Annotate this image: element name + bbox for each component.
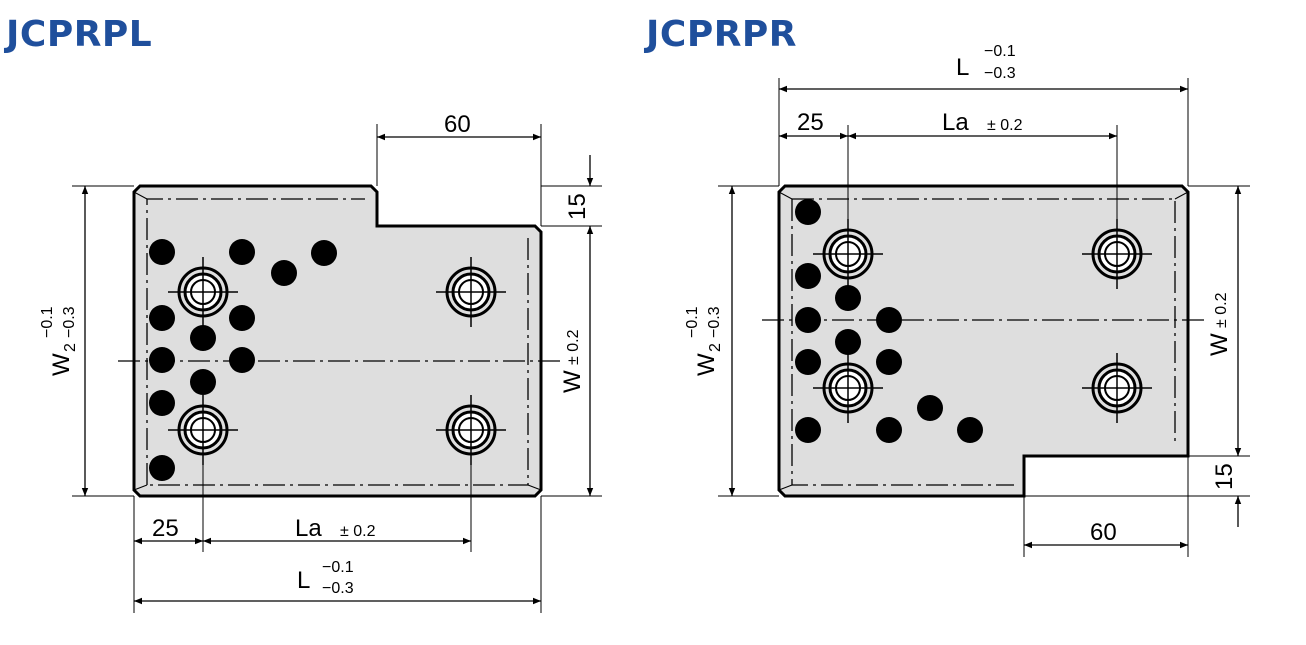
dim-w-tol: ± 0.2 <box>1213 292 1230 328</box>
dim-60: 60 <box>444 111 471 138</box>
hole-dot <box>149 455 175 481</box>
hole-dot <box>149 347 175 373</box>
hole-dot <box>229 347 255 373</box>
hole-dot <box>795 349 821 375</box>
hole-dot <box>795 307 821 333</box>
counterbore-hole-icon <box>436 257 506 327</box>
plate-jcprpl <box>118 184 560 498</box>
dim-l-upper: −0.1 <box>984 43 1016 60</box>
dim-w2-lower: −0.3 <box>61 306 78 338</box>
dim-25: 25 <box>152 515 179 542</box>
dim-w: W <box>1206 333 1233 356</box>
hole-dot <box>149 305 175 331</box>
plate-jcprpr <box>762 184 1205 498</box>
dim-l-upper: −0.1 <box>322 559 354 576</box>
title-jcprpl: JCPRPL <box>6 14 153 55</box>
hole-dot <box>795 199 821 225</box>
dim-l-lower: −0.3 <box>984 65 1016 82</box>
hole-dot <box>190 369 216 395</box>
dim-w2-sub: 2 <box>707 343 724 352</box>
dim-w: W <box>559 370 586 393</box>
dim-w2: W <box>693 353 720 376</box>
dim-la: La <box>942 109 969 136</box>
hole-dot <box>835 285 861 311</box>
hole-dot <box>190 325 216 351</box>
dim-w2: W <box>48 353 75 376</box>
hole-dot <box>149 239 175 265</box>
dim-la-tol: ± 0.2 <box>340 523 376 540</box>
dimensions-jcprpr: L −0.1 −0.3 25 La ± 0.2 W ± 0.2 15 W 2 −… <box>684 43 1250 557</box>
dim-w2-lower: −0.3 <box>706 306 723 338</box>
hole-dot <box>271 260 297 286</box>
hole-dot <box>957 417 983 443</box>
dim-25: 25 <box>797 109 824 136</box>
counterbore-hole-icon <box>813 353 883 423</box>
dim-15: 15 <box>1211 463 1238 490</box>
hole-dot <box>876 307 902 333</box>
hole-dot <box>876 349 902 375</box>
dim-w2-upper: −0.1 <box>39 306 56 338</box>
counterbore-hole-icon <box>436 395 506 465</box>
dim-w-tol: ± 0.2 <box>565 329 582 365</box>
counterbore-hole-icon <box>1082 219 1152 289</box>
counterbore-hole-icon <box>813 219 883 289</box>
counterbore-hole-icon <box>168 257 238 327</box>
dim-l: L <box>297 567 310 594</box>
dim-60: 60 <box>1090 519 1117 546</box>
dim-w2-upper: −0.1 <box>684 306 701 338</box>
dim-15: 15 <box>564 193 591 220</box>
hole-dot <box>229 305 255 331</box>
counterbore-hole-icon <box>168 395 238 465</box>
dim-l: L <box>956 54 969 81</box>
hole-dot <box>876 417 902 443</box>
dim-l-lower: −0.3 <box>322 580 354 597</box>
counterbore-hole-icon <box>1082 353 1152 423</box>
hole-dot <box>311 240 337 266</box>
dim-la-tol: ± 0.2 <box>987 117 1023 134</box>
hole-dot <box>229 239 255 265</box>
hole-dot <box>149 390 175 416</box>
hole-dot <box>795 417 821 443</box>
dimensions-jcprpl: 60 15 W ± 0.2 W 2 −0.1 −0.3 25 La ± 0.2 … <box>39 111 602 613</box>
hole-dot <box>795 263 821 289</box>
hole-dot <box>917 395 943 421</box>
title-jcprpr: JCPRPR <box>646 14 798 55</box>
hole-dot <box>835 329 861 355</box>
dim-la: La <box>295 515 322 542</box>
dim-w2-sub: 2 <box>62 343 79 352</box>
